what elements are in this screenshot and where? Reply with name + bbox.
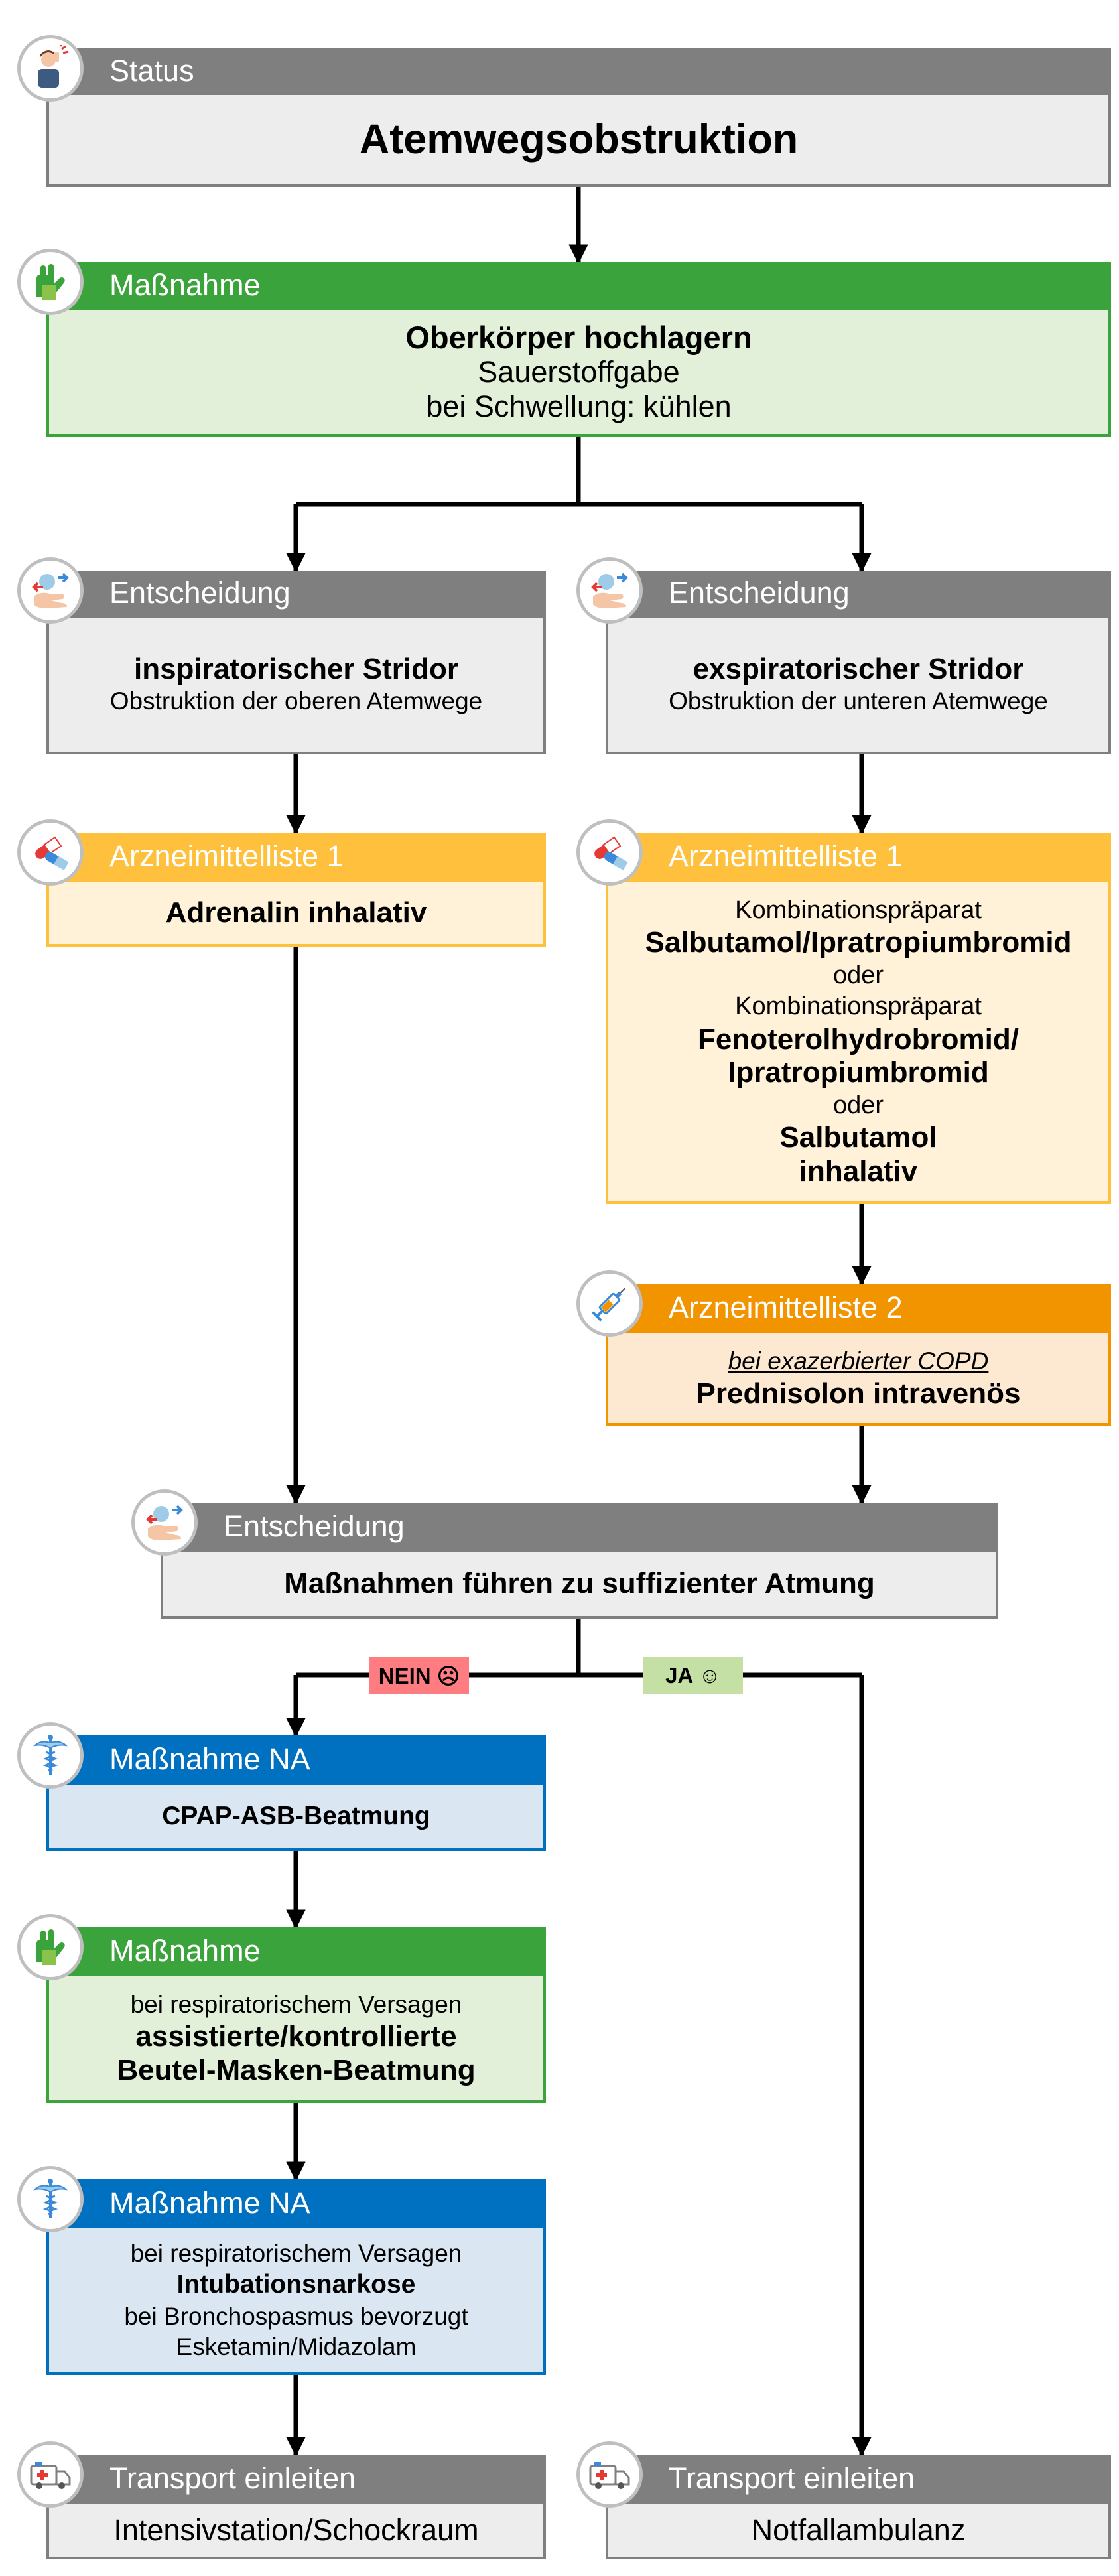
decision-header-right: Entscheidung (606, 571, 1111, 615)
physician-measure-header-2: Maßnahme NA (46, 2179, 546, 2226)
pills-icon (17, 819, 84, 886)
measure-header-1: Maßnahme (46, 262, 1111, 307)
drug-line: Prednisolon intravenös (696, 1377, 1021, 1410)
measure-body-2: bei respiratorischem Versagen assistiert… (46, 1974, 546, 2103)
measure-line: bei Schwellung: kühlen (426, 389, 732, 424)
drug-line: Salbutamol/Ipratropiumbromid (645, 926, 1072, 959)
decision-subtitle-left: Obstruktion der oberen Atemwege (109, 687, 483, 715)
drug-list-2-box: Arzneimittelliste 2 bei exazerbierter CO… (576, 1270, 1111, 1426)
measure-line: Esketamin/Midazolam (176, 2333, 417, 2360)
transport-body-right: Notfallambulanz (606, 2501, 1111, 2559)
decision-title-right: exspiratorischer Stridor (692, 652, 1024, 685)
drug-list-body-left: Adrenalin inhalativ (46, 879, 546, 947)
status-header: Status (46, 48, 1111, 92)
measure-line: Intubationsnarkose (176, 2270, 416, 2299)
transport-box-left: Transport einleiten Intensivstation/Scho… (17, 2441, 546, 2559)
drug-list-box-right: Arzneimittelliste 1 Kombinationspräparat… (576, 819, 1111, 1204)
transport-destination-left: Intensivstation/Schockraum (113, 2513, 479, 2547)
transport-destination-right: Notfallambulanz (751, 2513, 966, 2547)
measure-line: assistierte/kontrollierte (135, 2020, 457, 2053)
transport-header-left: Transport einleiten (46, 2455, 546, 2501)
drug-line: Kombinationspräparat (735, 992, 982, 1021)
physician-measure-box-2: Maßnahme NA bei respiratorischem Versage… (17, 2166, 546, 2375)
line-measure-split (296, 437, 862, 507)
drug-line: Fenoterolhydrobromid/ (698, 1022, 1019, 1055)
transport-header-right: Transport einleiten (606, 2455, 1111, 2501)
measure-line: bei respiratorischem Versagen (130, 2239, 462, 2267)
drug-line: Ipratropiumbromid (728, 1056, 989, 1089)
status-body: Atemwegsobstruktion (46, 92, 1111, 187)
drug-list-header-right: Arzneimittelliste 1 (606, 833, 1111, 879)
measure-body-1: Oberkörper hochlagern Sauerstoffgabe bei… (46, 307, 1111, 437)
caduceus-icon (17, 1722, 84, 1789)
yes-badge: JA ☺ (643, 1657, 743, 1694)
transport-body-left: Intensivstation/Schockraum (46, 2501, 546, 2559)
measure-line: Oberkörper hochlagern (405, 320, 752, 356)
status-box: Status Atemwegsobstruktion (17, 35, 1111, 187)
measure-line: Beutel-Masken-Beatmung (117, 2053, 476, 2086)
decision-subtitle-right: Obstruktion der unteren Atemwege (669, 687, 1048, 715)
caduceus-icon (17, 2166, 84, 2232)
physician-measure-header-1: Maßnahme NA (46, 1735, 546, 1782)
drug-condition: bei exazerbierter COPD (728, 1347, 989, 1375)
measure-line: bei respiratorischem Versagen (130, 1990, 462, 2018)
physician-measure-box-1: Maßnahme NA CPAP-ASB-Beatmung (17, 1722, 546, 1851)
decision-hand-icon (131, 1489, 198, 1556)
decision-box-left: Entscheidung inspiratorischer Stridor Ob… (17, 557, 546, 754)
measure-line: Sauerstoffgabe (478, 355, 680, 389)
drug-line: Kombinationspräparat (735, 896, 982, 924)
decision-hand-icon (17, 557, 84, 624)
drug-list-body-right: Kombinationspräparat Salbutamol/Ipratrop… (606, 879, 1111, 1204)
decision-body-left: inspiratorischer Stridor Obstruktion der… (46, 615, 546, 754)
decision-header-left: Entscheidung (46, 571, 546, 615)
gloves-icon (17, 249, 84, 315)
drug-line: oder (832, 1091, 884, 1119)
decision-title-left: inspiratorischer Stridor (133, 652, 458, 685)
ambulance-icon (17, 2441, 84, 2508)
decision-box-right: Entscheidung exspiratorischer Stridor Ob… (576, 557, 1111, 754)
physician-measure-body-2: bei respiratorischem Versagen Intubation… (46, 2226, 546, 2375)
physician-measure-body-1: CPAP-ASB-Beatmung (46, 1782, 546, 1851)
ambulance-icon (576, 2441, 643, 2508)
measure-line: CPAP-ASB-Beatmung (162, 1801, 430, 1830)
drug-line: Adrenalin inhalativ (165, 896, 427, 929)
decision-box-middle: Entscheidung Maßnahmen führen zu suffizi… (131, 1489, 998, 1619)
decision-hand-icon (576, 557, 643, 624)
decision-body-right: exspiratorischer Stridor Obstruktion der… (606, 615, 1111, 754)
decision-header-middle: Entscheidung (161, 1503, 998, 1549)
drug-line: oder (832, 961, 884, 989)
syringe-icon (576, 1270, 643, 1337)
decision-title-middle: Maßnahmen führen zu suffizienter Atmung (284, 1567, 875, 1600)
person-distress-icon (17, 35, 84, 102)
measure-line: bei Bronchospasmus bevorzugt (124, 2302, 468, 2330)
status-title: Atemwegsobstruktion (359, 115, 799, 163)
measure-box-1: Maßnahme Oberkörper hochlagern Sauerstof… (17, 249, 1111, 437)
decision-body-middle: Maßnahmen führen zu suffizienter Atmung (161, 1549, 998, 1619)
drug-list-header-left: Arzneimittelliste 1 (46, 833, 546, 879)
drug-line: Salbutamol (779, 1121, 937, 1154)
measure-box-2: Maßnahme bei respiratorischem Versagen a… (17, 1914, 546, 2103)
drug-line: inhalativ (799, 1154, 918, 1187)
gloves-icon (17, 1914, 84, 1980)
drug-list-2-body: bei exazerbierter COPD Prednisolon intra… (606, 1330, 1111, 1426)
pills-icon (576, 819, 643, 886)
transport-box-right: Transport einleiten Notfallambulanz (576, 2441, 1111, 2559)
drug-list-box-left: Arzneimittelliste 1 Adrenalin inhalativ (17, 819, 546, 947)
drug-list-2-header: Arzneimittelliste 2 (606, 1284, 1111, 1330)
measure-header-2: Maßnahme (46, 1927, 546, 1974)
no-badge: NEIN ☹ (369, 1657, 469, 1694)
